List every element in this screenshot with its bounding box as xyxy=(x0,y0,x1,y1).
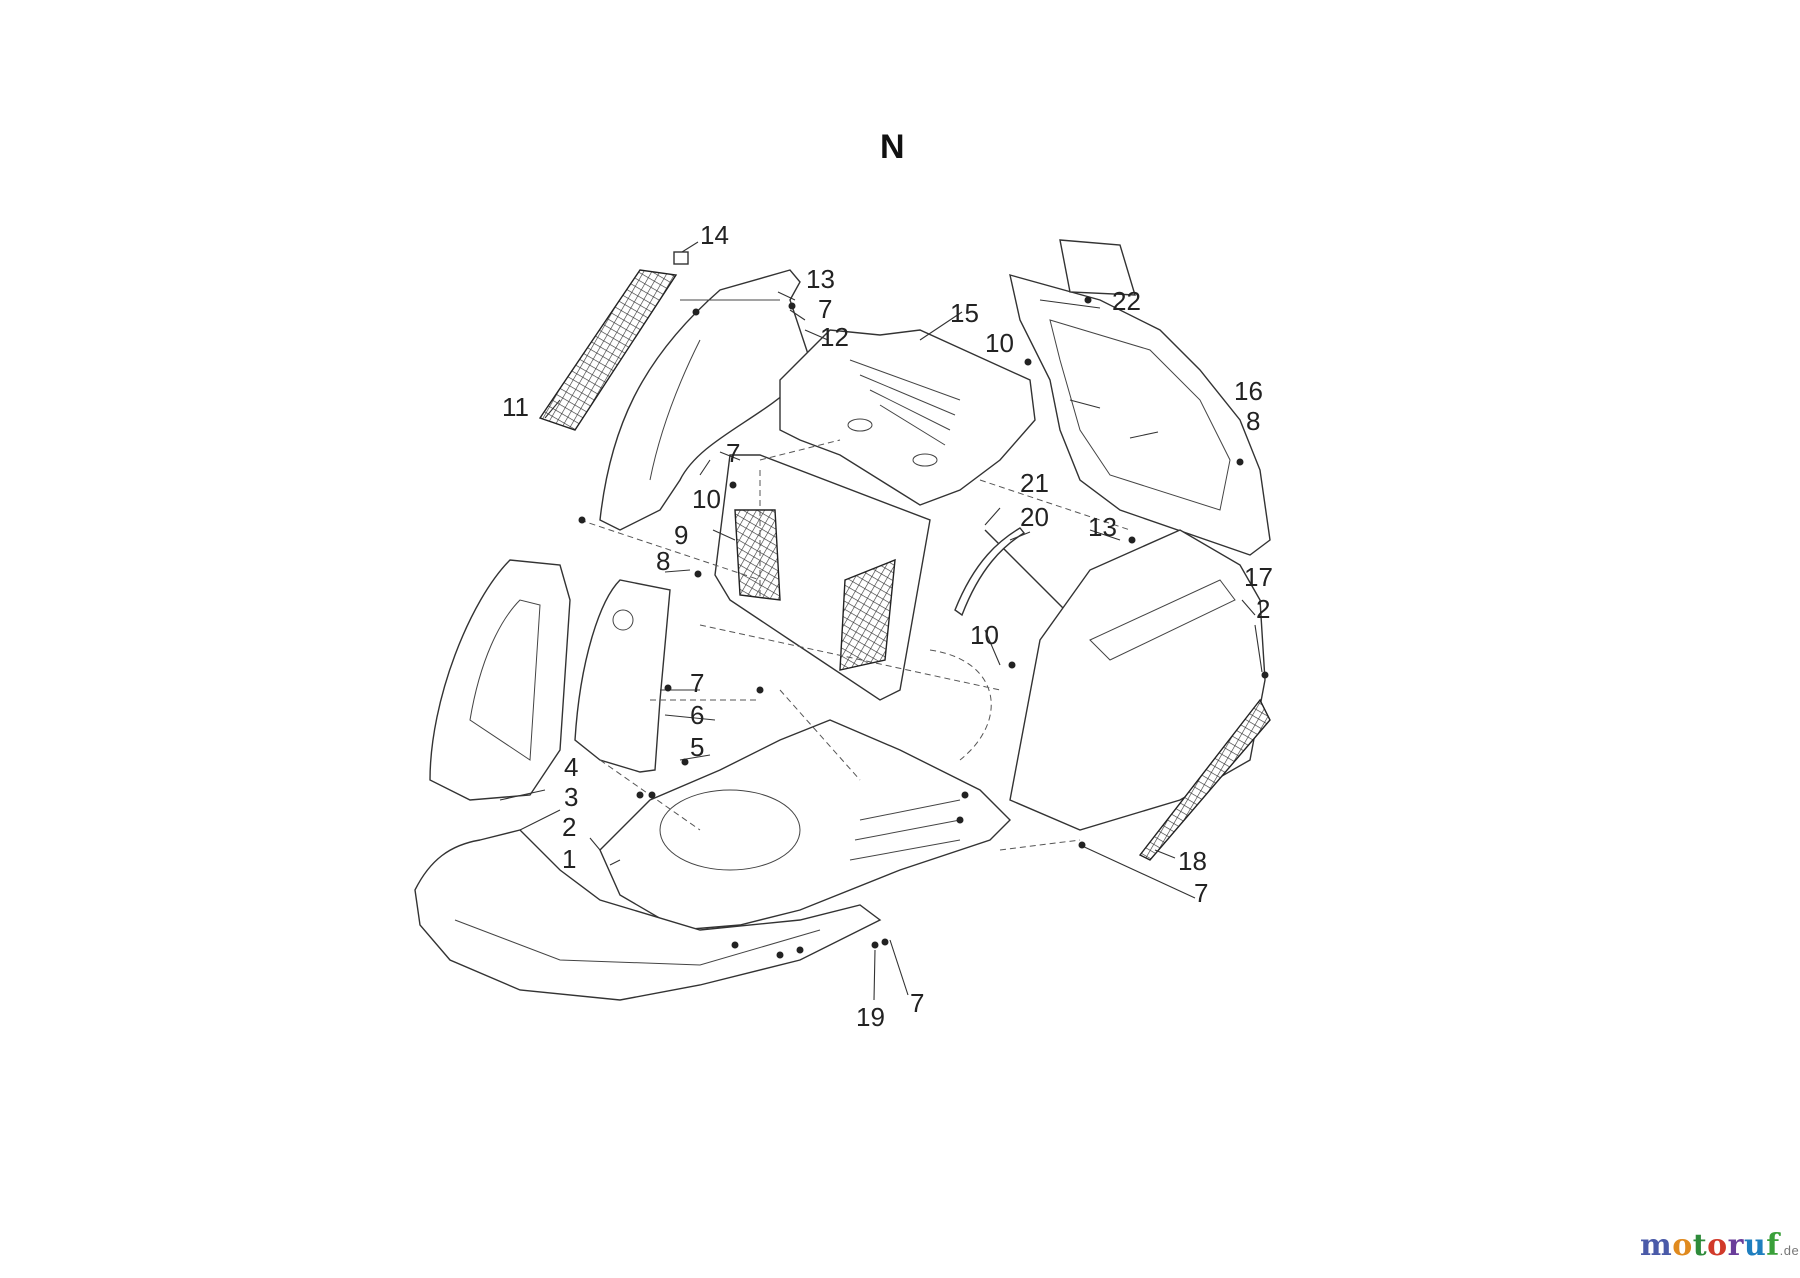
callout-8: 8 xyxy=(1246,406,1261,436)
part-22-label-plate xyxy=(1059,239,1136,296)
part-9-mesh-right xyxy=(839,558,896,671)
callout-7: 7 xyxy=(690,668,705,698)
callout-10: 10 xyxy=(692,484,721,514)
part-17-right-fender xyxy=(1009,529,1266,831)
callout-3: 3 xyxy=(564,782,579,812)
part-15-dashboard-panel xyxy=(779,329,1036,506)
watermark-tld: .de xyxy=(1779,1243,1800,1258)
callout-21: 21 xyxy=(1020,468,1049,498)
part-14-clip xyxy=(673,251,689,265)
watermark-letter: r xyxy=(1727,1228,1744,1263)
part-11-left-grille xyxy=(538,269,678,431)
watermark-letter: u xyxy=(1743,1228,1767,1263)
callout-2: 2 xyxy=(562,812,577,842)
part-20-seal-strip xyxy=(954,527,1026,617)
watermark-letter: t xyxy=(1692,1228,1708,1263)
callout-18: 18 xyxy=(1178,846,1207,876)
watermark-letter: o xyxy=(1672,1228,1693,1263)
callout-1: 1 xyxy=(562,844,577,874)
callout-8: 8 xyxy=(656,546,671,576)
callout-10: 10 xyxy=(970,620,999,650)
watermark-brand: motoruf xyxy=(1640,1228,1780,1263)
callout-16: 16 xyxy=(1234,376,1263,406)
part-6-inner-bracket xyxy=(574,579,671,773)
callout-20: 20 xyxy=(1020,502,1049,532)
part-9-mesh-left xyxy=(734,509,781,601)
callout-10: 10 xyxy=(985,328,1014,358)
watermark-letter: o xyxy=(1707,1228,1728,1263)
callout-6: 6 xyxy=(690,700,705,730)
callout-19: 19 xyxy=(856,1002,885,1032)
callout-13: 13 xyxy=(806,264,835,294)
callout-7: 7 xyxy=(910,988,925,1018)
callout-7: 7 xyxy=(818,294,833,324)
callout-7: 7 xyxy=(1194,878,1209,908)
leader-lines xyxy=(499,241,1263,1001)
callout-4: 4 xyxy=(564,752,579,782)
callout-22: 22 xyxy=(1112,286,1141,316)
part-18-right-grille xyxy=(1138,698,1271,861)
part-1-floor-tray xyxy=(599,719,1011,931)
watermark-logo: motoruf.de xyxy=(1640,1228,1799,1263)
callout-15: 15 xyxy=(950,298,979,328)
callout-14: 14 xyxy=(700,220,729,250)
callout-9: 9 xyxy=(674,520,689,550)
callout-7: 7 xyxy=(726,438,741,468)
watermark-letter: m xyxy=(1640,1228,1673,1263)
callout-13: 13 xyxy=(1088,512,1117,542)
callout-11: 11 xyxy=(502,392,529,422)
fasteners xyxy=(578,296,1269,959)
callout-12: 12 xyxy=(820,322,849,352)
part-16-rear-frame xyxy=(1009,274,1271,556)
part-4-front-cover xyxy=(429,559,571,801)
diagram-title: N xyxy=(880,128,905,166)
part-12-left-side-panel xyxy=(599,269,811,531)
callout-2: 2 xyxy=(1256,594,1271,624)
callout-17: 17 xyxy=(1244,562,1273,592)
callout-5: 5 xyxy=(690,732,705,762)
watermark-letter: f xyxy=(1766,1228,1780,1263)
